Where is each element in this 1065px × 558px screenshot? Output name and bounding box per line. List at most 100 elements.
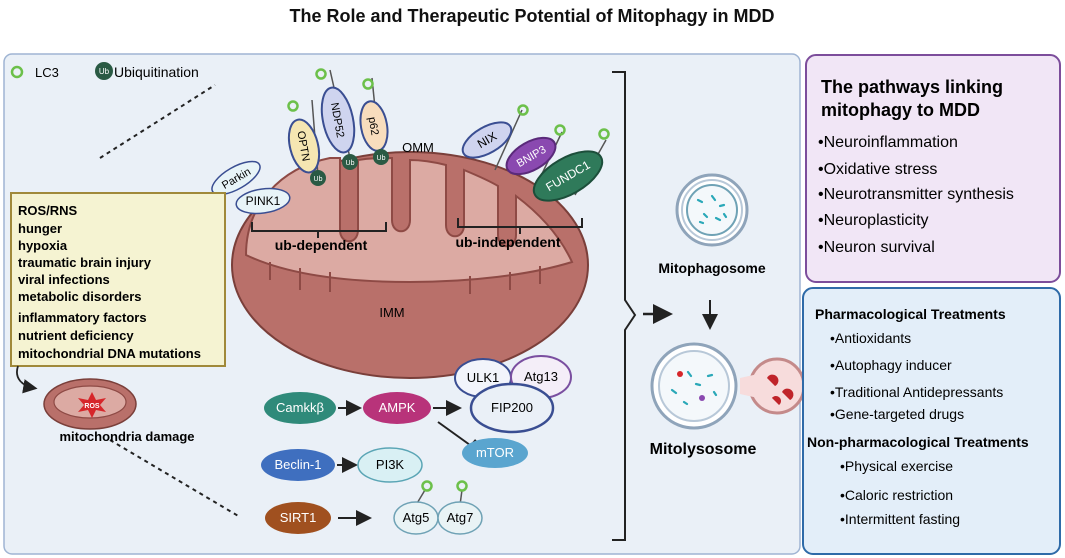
mitochondrion: OMM IMM	[231, 140, 589, 379]
trigger-arrow	[16, 365, 38, 394]
pharm-item: •Autophagy inducer	[830, 357, 952, 373]
lc3-icon	[362, 78, 374, 90]
damage-label: mitochondria damage	[59, 429, 194, 444]
trigger-item: mitochondrial DNA mutations	[18, 346, 201, 361]
pathway-item: •Neuroplasticity	[818, 212, 929, 229]
node-pi3k	[357, 447, 423, 483]
pharm-item: •Traditional Antidepressants	[830, 384, 1003, 400]
nonpharm-item: •Caloric restriction	[840, 487, 953, 503]
node-sirt1	[265, 502, 331, 534]
receptor-optn: OPTN Ub	[287, 99, 326, 186]
legend-ubiquitination: Ubiquitination	[114, 64, 199, 80]
lc3-icon	[517, 104, 529, 116]
lc3-icon	[554, 124, 566, 136]
trigger-item: ROS/RNS	[18, 203, 78, 218]
pharm-item: •Antioxidants	[830, 330, 911, 346]
ub-icon	[373, 149, 389, 165]
pink1: PINK1	[235, 187, 291, 215]
legend-ub-glyph: Ub	[99, 67, 110, 76]
ub-dependent-label: ub-dependent	[275, 237, 368, 253]
figure-title: The Role and Therapeutic Potential of Mi…	[289, 6, 774, 26]
mitolysosome-label: Mitolysosome	[650, 441, 757, 458]
node-beclin	[261, 449, 335, 481]
treatments-panel	[802, 287, 1061, 555]
svg-text:ULK1: ULK1	[467, 370, 500, 385]
node-atg7	[437, 501, 483, 535]
ub-independent-label: ub-independent	[456, 234, 561, 250]
trigger-item: inflammatory factors	[18, 310, 147, 325]
svg-text:AMPK: AMPK	[379, 400, 416, 415]
svg-text:Atg7: Atg7	[447, 510, 474, 525]
receptor-nix: NIX	[461, 104, 529, 171]
ub-independent-bracket	[457, 218, 583, 234]
ub-icon	[95, 62, 113, 80]
trigger-item: viral infections	[18, 272, 110, 287]
trigger-item: hunger	[18, 221, 62, 236]
trigger-box	[10, 192, 226, 367]
lc3-icon	[287, 100, 299, 112]
svg-text:Atg5: Atg5	[403, 510, 430, 525]
lc3-icon	[10, 65, 24, 79]
trigger-item: nutrient deficiency	[18, 328, 134, 343]
node-ampk	[363, 392, 431, 424]
node-mtor	[462, 438, 528, 468]
svg-text:p62: p62	[366, 116, 381, 136]
pharm-item: •Gene-targeted drugs	[830, 406, 964, 422]
convergence-brace	[612, 71, 637, 541]
lc3-icon	[456, 480, 468, 492]
ub-dependent-bracket	[251, 222, 387, 238]
damaged-mitochondrion: ROS	[43, 378, 137, 430]
omm-label: OMM	[402, 140, 434, 155]
signaling-network: Camkkβ AMPK ULK1 Atg13 FIP200 mTOR Becli…	[261, 355, 572, 535]
legend-lc3: LC3	[35, 65, 59, 80]
svg-text:FIP200: FIP200	[491, 400, 533, 415]
lc3-icon	[598, 128, 610, 140]
pathways-heading-1: The pathways linking	[821, 77, 1003, 97]
receptor-ndp52: NDP52 Ub	[315, 68, 358, 170]
pathway-item: •Oxidative stress	[818, 161, 937, 178]
ros-label: ROS	[84, 403, 100, 410]
pathways-heading-2: mitophagy to MDD	[821, 100, 980, 120]
svg-text:Ub: Ub	[314, 176, 323, 183]
nonpharm-item: •Intermittent fasting	[840, 511, 960, 527]
trigger-item: traumatic brain injury	[18, 255, 152, 270]
svg-text:mTOR: mTOR	[476, 445, 514, 460]
svg-text:Ub: Ub	[377, 155, 386, 162]
lc3-icon	[315, 68, 327, 80]
svg-text:Beclin-1: Beclin-1	[275, 457, 322, 472]
pathway-item: •Neuroinflammation	[818, 134, 958, 151]
ros-burst-icon	[78, 392, 106, 418]
svg-text:Camkkβ: Camkkβ	[276, 400, 324, 415]
nonpharm-item: •Physical exercise	[840, 458, 953, 474]
svg-text:SIRT1: SIRT1	[280, 510, 317, 525]
mitophagosome	[675, 173, 749, 247]
svg-text:OPTN: OPTN	[294, 130, 311, 162]
nonpharm-heading: Non-pharmacological Treatments	[807, 434, 1029, 450]
node-camkk	[264, 392, 336, 424]
mitolysosome	[650, 342, 806, 430]
zoom-line-bottom	[109, 439, 241, 518]
legend: LC3 Ub Ubiquitination	[10, 62, 199, 80]
pathway-item: •Neurotransmitter synthesis	[818, 186, 1014, 203]
svg-text:Atg13: Atg13	[524, 369, 558, 384]
svg-text:PI3K: PI3K	[376, 457, 405, 472]
receptor-p62: p62 Ub	[359, 77, 389, 165]
trigger-item: metabolic disorders	[18, 289, 142, 304]
mitophagosome-label: Mitophagosome	[658, 260, 766, 276]
mitochondrion-matrix	[244, 156, 574, 284]
lc3-icon	[421, 480, 433, 492]
imm-label: IMM	[379, 305, 404, 320]
svg-text:Ub: Ub	[346, 160, 355, 167]
pathway-item: •Neuron survival	[818, 239, 935, 256]
ub-icon	[310, 170, 326, 186]
mitochondrion-cristae-lower	[269, 262, 541, 294]
pathways-panel	[805, 54, 1061, 283]
trigger-item: hypoxia	[18, 238, 68, 253]
node-fip200	[469, 382, 555, 434]
ub-icon	[342, 154, 358, 170]
trigger-list: ROS/RNS hunger hypoxia traumatic brain i…	[18, 203, 201, 361]
zoom-line-top	[99, 84, 216, 159]
pharm-heading: Pharmacological Treatments	[815, 306, 1006, 322]
svg-text:PINK1: PINK1	[246, 194, 281, 208]
receptor-bnip3: BNIP3	[505, 124, 566, 179]
